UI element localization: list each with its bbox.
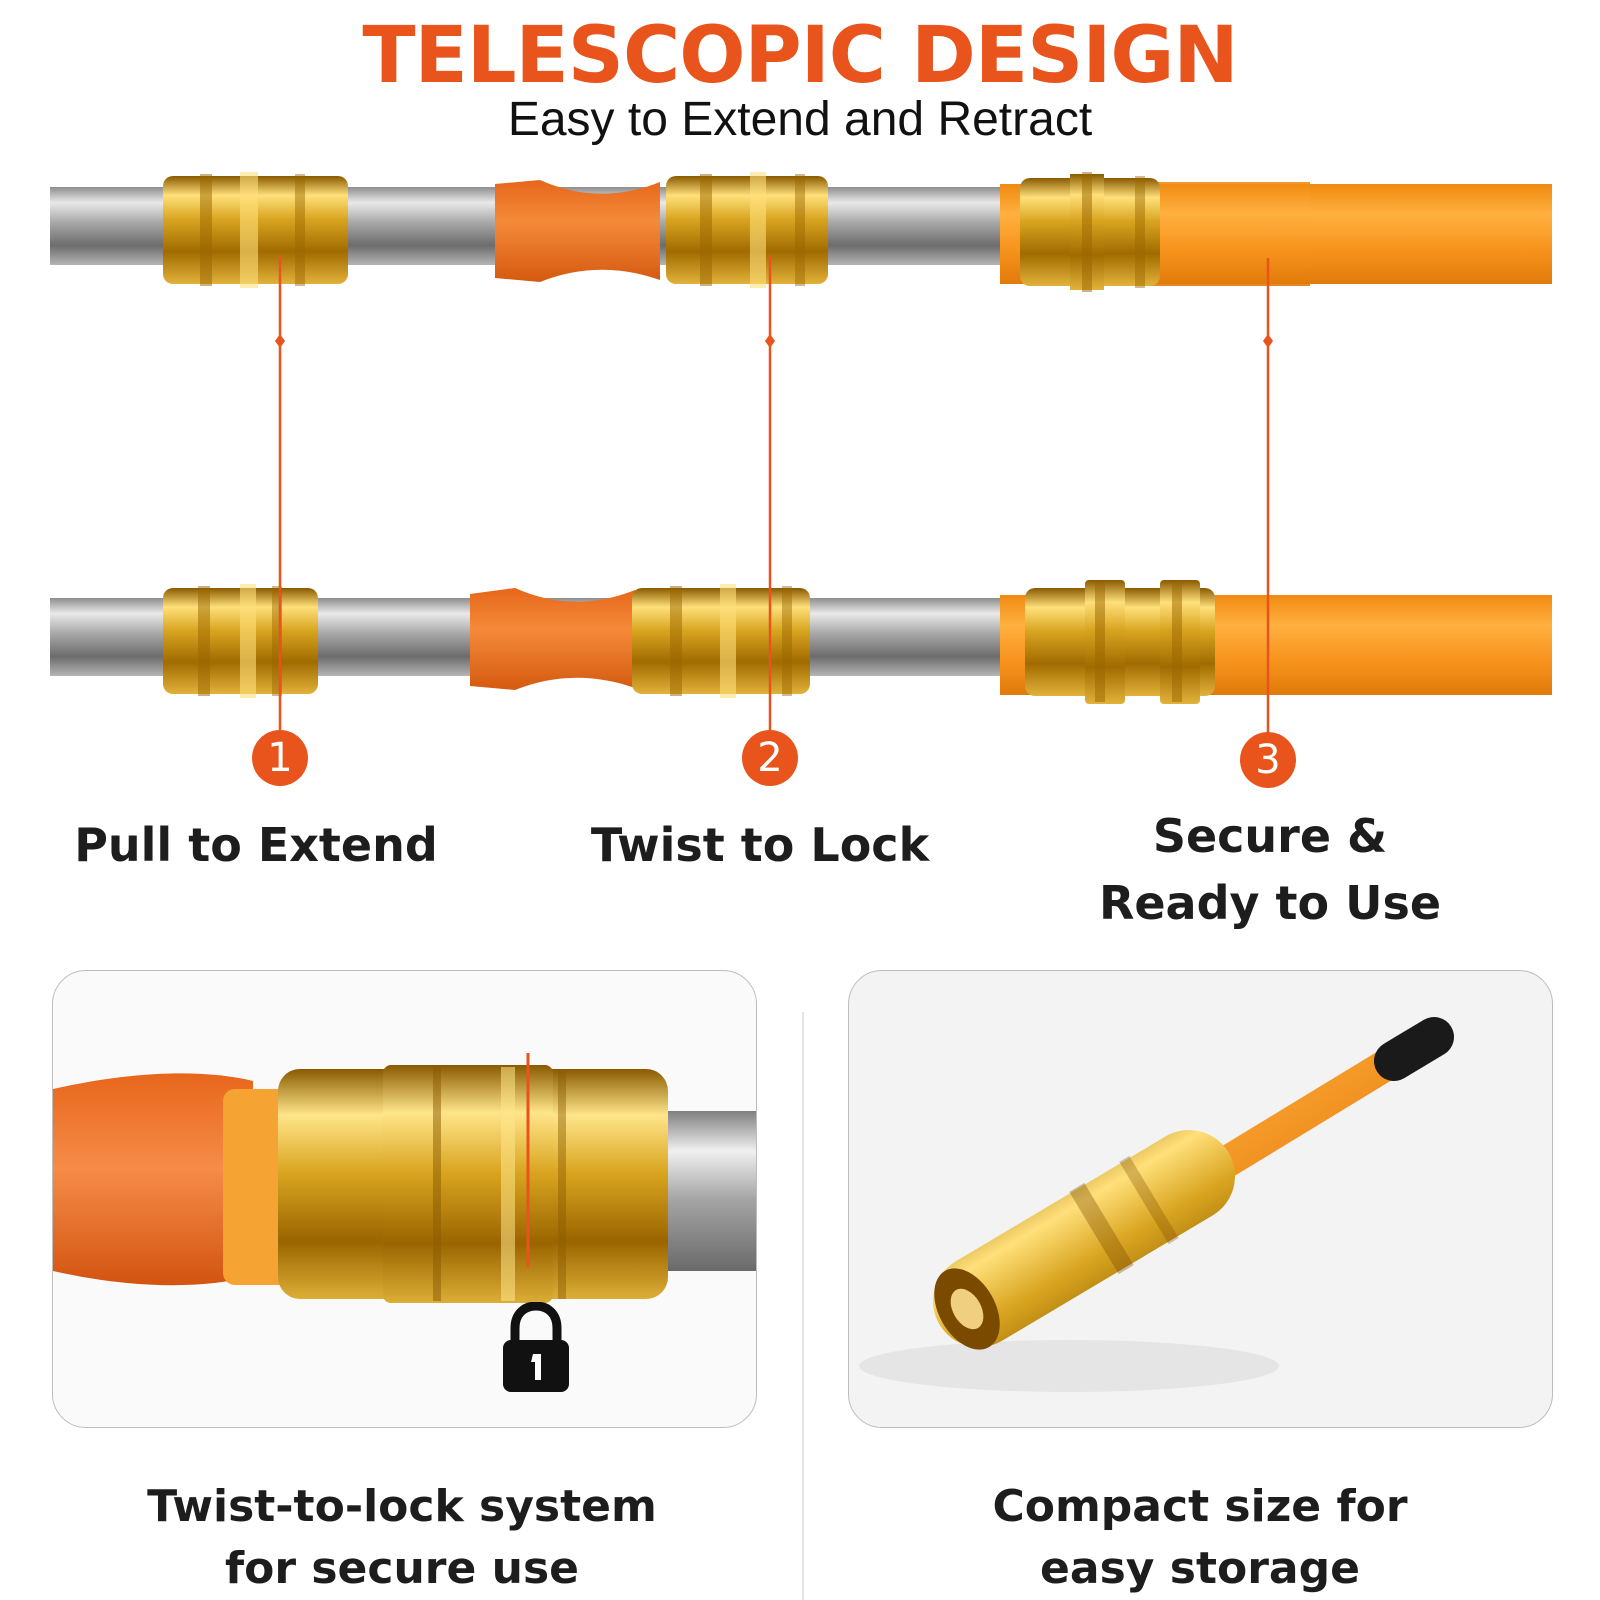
gold-connector	[1025, 580, 1215, 704]
feature-panel-lock-closeup	[52, 970, 757, 1428]
lock-closeup-illustration	[53, 1053, 756, 1303]
padlock-icon	[503, 1302, 569, 1392]
gold-connector	[632, 584, 810, 698]
callout-marker	[1263, 334, 1273, 348]
pole-extended-top	[50, 172, 1552, 292]
feature-caption-lock-line2: for secure use	[224, 1543, 580, 1594]
gold-connector	[1020, 172, 1160, 292]
step-label-secure-line2: Ready to Use	[1098, 876, 1442, 930]
step-label-pull-to-extend: Pull to Extend	[74, 818, 438, 872]
step-badge-3: 3	[1240, 732, 1296, 788]
callout-marker	[275, 334, 285, 348]
vertical-divider	[802, 1012, 804, 1600]
feature-caption-compact-line2: easy storage	[1040, 1543, 1360, 1594]
grip-section	[53, 1073, 253, 1286]
page-subtitle: Easy to Extend and Retract	[507, 93, 1093, 146]
gold-connector	[666, 172, 828, 288]
feature-panel-compact-size	[848, 970, 1553, 1428]
feature-caption-lock-line1: Twist-to-lock system	[147, 1481, 657, 1532]
pole-locked-bottom	[50, 580, 1552, 704]
end-cap	[1374, 1017, 1454, 1081]
gold-connector	[933, 1130, 1235, 1347]
page-title: TELESCOPIC DESIGN	[362, 11, 1238, 101]
grip-section	[495, 180, 660, 282]
step-label-secure-line1: Secure &	[1152, 809, 1388, 863]
gold-connector	[163, 584, 318, 698]
callout-marker	[765, 334, 775, 348]
telescopic-pole-illustration	[50, 172, 1552, 740]
compact-pole-illustration	[859, 1017, 1454, 1392]
step-badge-1: 1	[252, 730, 308, 786]
grip-section	[470, 588, 635, 690]
step-badge-2: 2	[742, 730, 798, 786]
feature-caption-compact-line1: Compact size for	[992, 1481, 1408, 1532]
gold-connector	[163, 172, 348, 288]
step-label-twist-to-lock: Twist to Lock	[590, 818, 930, 872]
